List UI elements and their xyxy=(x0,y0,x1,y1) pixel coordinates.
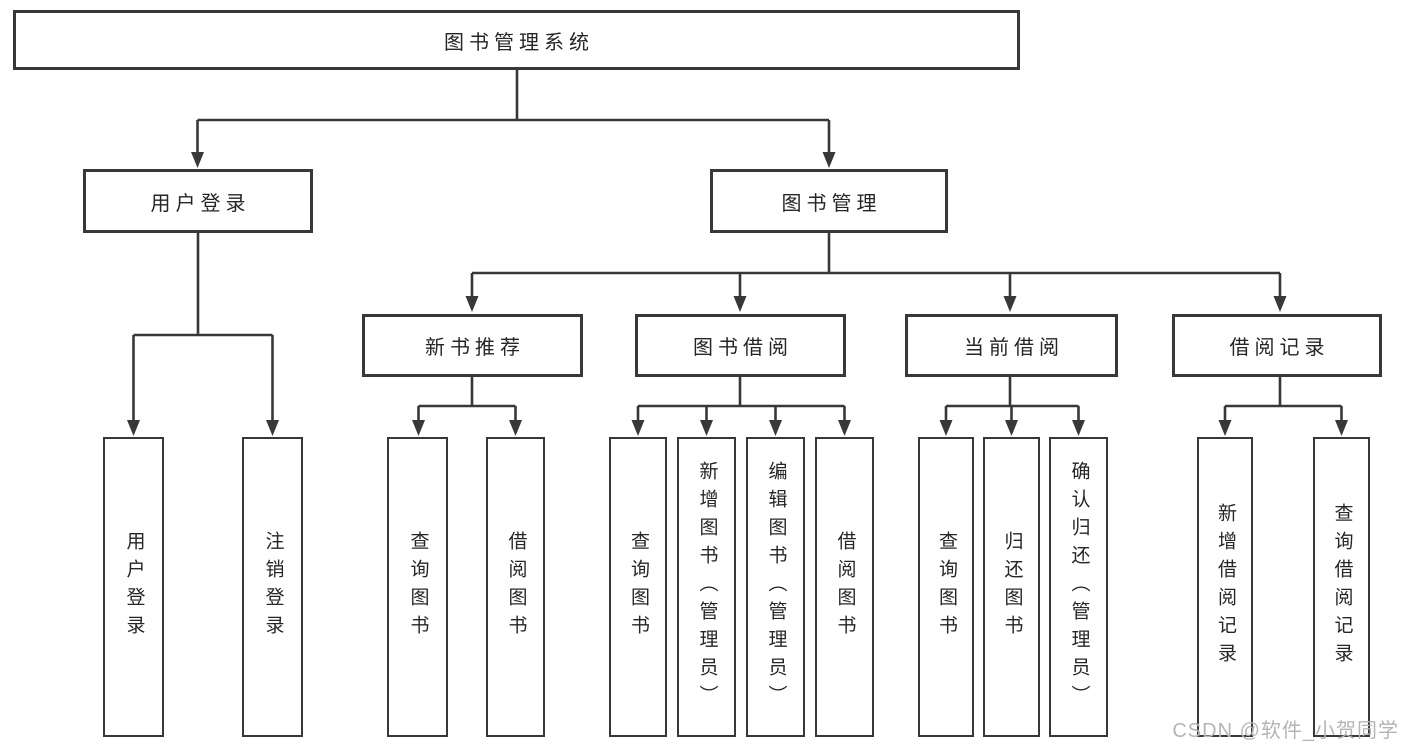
node-user-login-module: 用户登录 xyxy=(83,169,313,233)
node-query-books-current: 查询图书 xyxy=(918,437,974,737)
node-return-books: 归还图书 xyxy=(983,437,1040,737)
node-label: 归还图书 xyxy=(1001,531,1023,643)
node-borrow-books-recommendation: 借阅图书 xyxy=(486,437,545,737)
node-label: 注销登录 xyxy=(262,531,284,643)
node-query-borrow-record: 查询借阅记录 xyxy=(1313,437,1370,737)
connector-book-management xyxy=(465,233,1287,312)
node-label: 新增借阅记录 xyxy=(1214,503,1236,671)
node-query-books-recommendation: 查询图书 xyxy=(387,437,448,737)
node-confirm-return-admin: 确认归还（管理员） xyxy=(1049,437,1108,737)
node-label: 用户登录 xyxy=(150,192,251,215)
node-add-books-admin: 新增图书（管理员） xyxy=(677,437,736,737)
connector-user-login xyxy=(127,233,279,436)
node-label: 新增图书（管理员） xyxy=(696,461,718,713)
node-label: 图书借阅 xyxy=(693,337,793,359)
node-borrowing-records: 借阅记录 xyxy=(1172,314,1382,377)
node-label: 查询图书 xyxy=(935,531,957,643)
node-label: 借阅图书 xyxy=(834,531,856,643)
node-label: 确认归还（管理员） xyxy=(1068,461,1090,713)
connector-current-borrowing xyxy=(939,377,1085,436)
node-current-borrowing: 当前借阅 xyxy=(905,314,1118,377)
connector-new-book-recommendation xyxy=(412,377,522,436)
node-label: 新书推荐 xyxy=(425,337,525,359)
csdn-watermark: CSDN @软件_小贺同学 xyxy=(1172,720,1399,742)
connector-root xyxy=(191,70,836,168)
node-label: 借阅记录 xyxy=(1229,337,1330,359)
connector-book-borrowing xyxy=(631,377,851,436)
node-label: 查询借阅记录 xyxy=(1331,503,1353,671)
node-label: 查询图书 xyxy=(407,531,429,643)
node-add-borrow-record: 新增借阅记录 xyxy=(1197,437,1253,737)
node-label: 查询图书 xyxy=(627,531,649,643)
node-new-book-recommendation: 新书推荐 xyxy=(362,314,583,377)
node-edit-books-admin: 编辑图书（管理员） xyxy=(746,437,805,737)
node-label: 用户登录 xyxy=(123,531,145,643)
node-book-management: 图书管理 xyxy=(710,169,948,233)
node-logout: 注销登录 xyxy=(242,437,303,737)
node-book-borrowing: 图书借阅 xyxy=(635,314,846,377)
node-borrow-books-borrowing: 借阅图书 xyxy=(815,437,874,737)
node-label: 当前借阅 xyxy=(964,337,1064,359)
connector-borrowing-records xyxy=(1218,377,1348,436)
node-label: 借阅图书 xyxy=(505,531,527,643)
node-query-books-borrowing: 查询图书 xyxy=(609,437,667,737)
node-label: 图书管理 xyxy=(781,192,882,215)
node-library-management-system: 图书管理系统 xyxy=(13,10,1020,70)
node-label: 图书管理系统 xyxy=(444,31,594,54)
node-user-login: 用户登录 xyxy=(103,437,164,737)
node-label: 编辑图书（管理员） xyxy=(765,461,787,713)
